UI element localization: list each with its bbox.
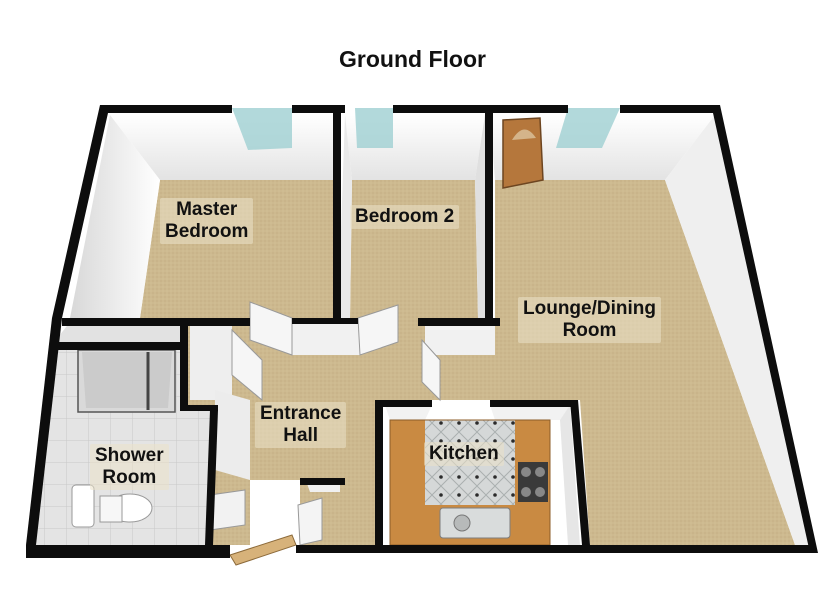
window-lounge [556, 108, 620, 148]
entrance-hall-line-1: Entrance [260, 403, 342, 424]
lounge-floor [495, 180, 795, 545]
bedroom-door-master [249, 301, 293, 356]
shower-top-wall [52, 322, 180, 345]
kitchen-back-wall-left [385, 405, 432, 420]
shower-room-line-2: Room [102, 467, 157, 488]
master-bedroom-line-1: Master [176, 199, 238, 220]
bedroom2-left-wall [338, 115, 352, 318]
hall-door-left [231, 328, 263, 402]
hall-left-wall [190, 325, 232, 400]
hall-wall-front-2 [425, 320, 495, 355]
kitchen-sink [439, 507, 511, 539]
toilet-cistern [99, 495, 123, 523]
lounge-line-2: Room [562, 320, 617, 341]
window-master [232, 108, 292, 150]
shower-side-wall [215, 390, 250, 480]
kitchen-right-wall [560, 405, 580, 545]
bedroom-2-line-1: Bedroom 2 [355, 206, 455, 227]
lounge-line-1: Lounge/Dining [523, 298, 656, 319]
shower-room-line-1: Shower [95, 445, 164, 466]
room-label-shower-room: Shower Room [90, 444, 169, 490]
basin [71, 484, 95, 528]
shower-door [209, 489, 246, 531]
room-label-lounge-dining: Lounge/Dining Room [518, 297, 661, 343]
master-left-wall [70, 115, 160, 318]
room-label-bedroom-2: Bedroom 2 [350, 205, 460, 229]
front-door [502, 117, 544, 189]
lounge-right-wall [665, 115, 810, 545]
wall-tops [26, 105, 818, 558]
hob [518, 462, 548, 502]
kitchen-back-wall-right [490, 405, 570, 420]
shower-screen [82, 352, 172, 408]
room-label-entrance-hall: Entrance Hall [255, 402, 347, 448]
cupboard-door [297, 497, 323, 546]
hall-wall-front [292, 318, 360, 355]
kitchen-door [421, 338, 441, 402]
floor-title: Ground Floor [339, 46, 486, 72]
entrance-hall-line-2: Hall [283, 425, 319, 446]
kitchen-line-1: Kitchen [429, 443, 499, 464]
room-label-master-bedroom: Master Bedroom [160, 198, 254, 244]
master-bedroom-line-2: Bedroom [165, 221, 249, 242]
bedroom-door-2 [357, 304, 399, 356]
bedroom-2-floor [350, 180, 478, 318]
room-label-kitchen: Kitchen [424, 442, 504, 466]
lounge-back-wall [490, 115, 715, 180]
window-bedroom2 [355, 108, 393, 148]
